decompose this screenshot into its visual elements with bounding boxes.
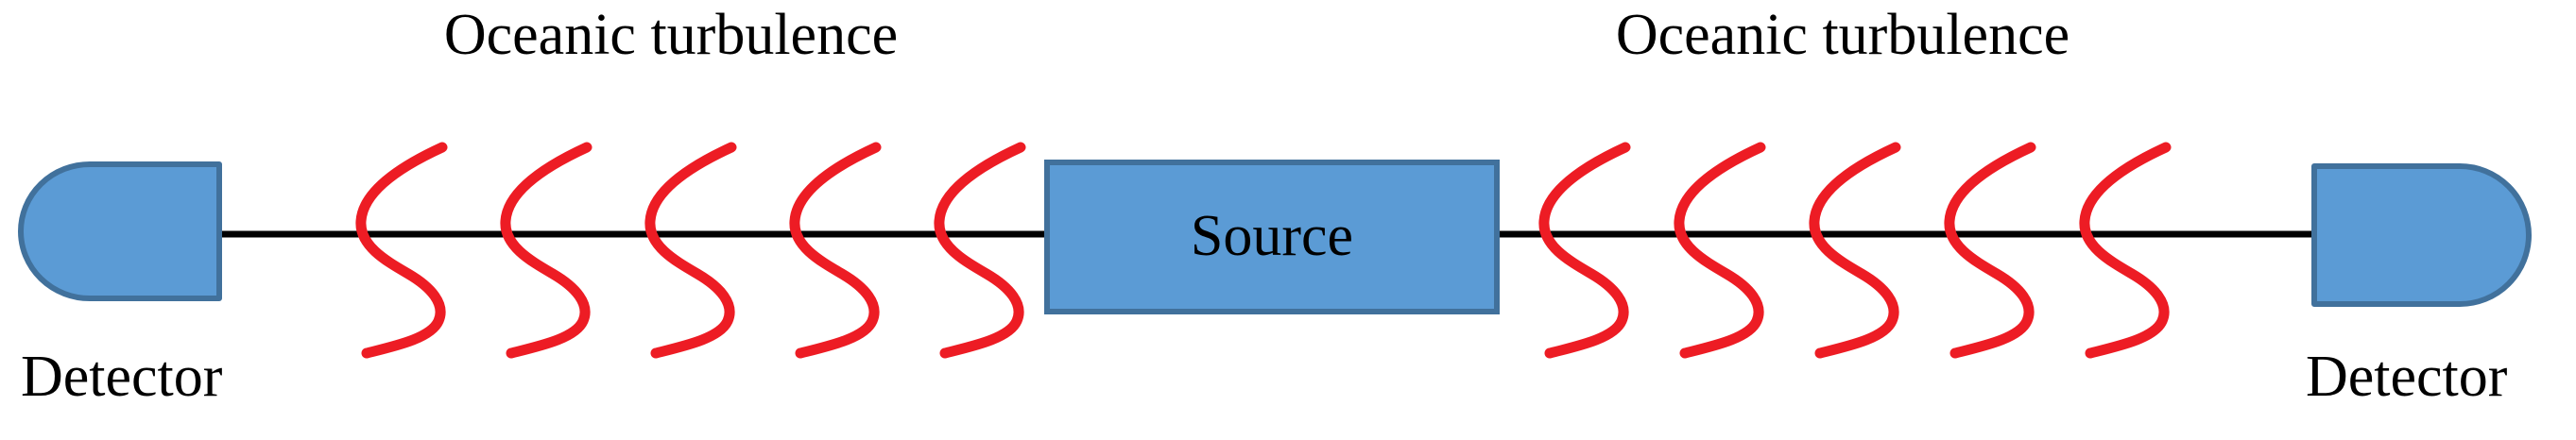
turbulence-squiggle: [795, 147, 876, 353]
detector-label-left: Detector: [21, 345, 223, 409]
oceanic-turbulence-label-right: Oceanic turbulence: [1615, 3, 2070, 67]
turbulence-squiggle: [1814, 147, 1896, 353]
turbulence-squiggles-left: [361, 147, 1021, 353]
turbulence-squiggle: [939, 147, 1021, 353]
source-block-label: Source: [1190, 204, 1354, 268]
turbulence-squiggle: [1544, 147, 1625, 353]
detector-left-shape[interactable]: [18, 161, 222, 301]
turbulence-squiggle: [361, 147, 442, 353]
turbulence-squiggle: [506, 147, 587, 353]
turbulence-squiggle: [2085, 147, 2166, 353]
turbulence-squiggle: [1949, 147, 2031, 353]
detector-label-right: Detector: [2306, 345, 2508, 409]
detector-right-shape[interactable]: [2311, 163, 2532, 307]
turbulence-squiggles-right: [1544, 147, 2166, 353]
source-block-shape[interactable]: [1044, 160, 1500, 314]
turbulence-squiggle: [1679, 147, 1760, 353]
turbulence-squiggle: [650, 147, 731, 353]
oceanic-turbulence-label-left: Oceanic turbulence: [443, 3, 899, 67]
